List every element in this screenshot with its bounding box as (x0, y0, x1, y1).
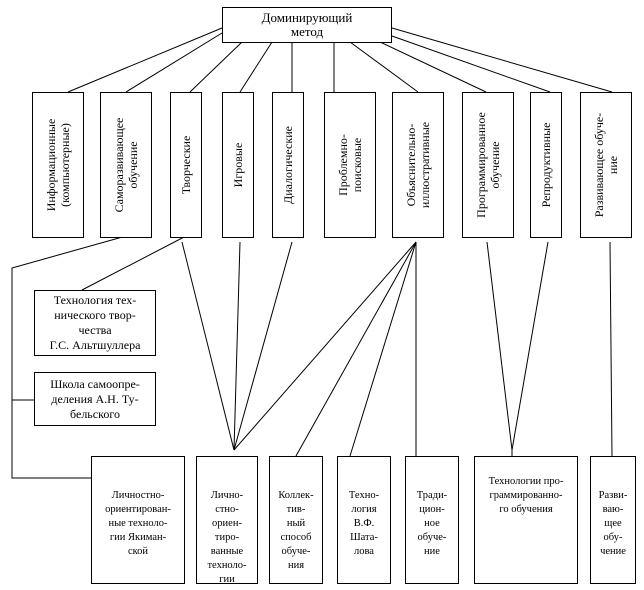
bottom-box-developing-learning: Разви- ваю- щее обу- чение (590, 456, 636, 584)
bottom-box-label: Коллек- тив- ный способ обуче- ния (278, 490, 314, 571)
bottom-box-label: Личностно- ориентирован- ные техноло- ги… (105, 490, 171, 557)
bottom-box-yakimanskaya: Личностно- ориентирован- ные техноло- ги… (91, 456, 185, 584)
top-box-label: Доминирующий метод (261, 10, 353, 39)
bottom-box-label: Тради- цион- ное обуче- ние (416, 490, 448, 557)
side-box-tubelsky: Школа самоопре- деления А.Н. Ту- бельско… (34, 372, 156, 426)
bottom-box-personality-oriented: Лично- стно- ориен- тиро- ванные техноло… (196, 456, 258, 585)
bottom-box-collective: Коллек- тив- ный способ обуче- ния (269, 456, 323, 584)
method-label: Развивающее обуче- ние (592, 112, 620, 218)
method-box-problem-search: Проблемно- поисковые (324, 92, 376, 238)
bottom-box-label: Лично- стно- ориен- тиро- ванные техноло… (207, 490, 247, 585)
bottom-box-label: Технологии про- граммированно- го обучен… (488, 476, 564, 515)
method-box-self-developing: Саморазвивающее обучение (100, 92, 152, 238)
method-label: Программированное обучение (474, 112, 502, 218)
method-box-creative: Творческие (170, 92, 202, 238)
side-box-label: Технология тех- нического твор- чества Г… (49, 293, 141, 352)
method-label: Саморазвивающее обучение (112, 117, 140, 213)
side-box-label: Школа самоопре- деления А.Н. Ту- бельско… (50, 376, 140, 421)
method-box-programmed: Программированное обучение (462, 92, 514, 238)
method-box-reproductive: Репродуктивные (530, 92, 562, 238)
method-label: Информационные (компьютерные) (44, 118, 72, 212)
bottom-box-label: Техно- логия В.Ф. Шата- лова (348, 490, 380, 557)
side-box-altshuller: Технология тех- нического твор- чества Г… (34, 290, 156, 356)
bottom-box-traditional: Тради- цион- ное обуче- ние (405, 456, 459, 584)
method-label: Игровые (231, 142, 245, 188)
bottom-box-label: Разви- ваю- щее обу- чение (598, 490, 628, 557)
method-box-dialogic: Диалогические (272, 92, 304, 238)
method-box-developing: Развивающее обуче- ние (580, 92, 632, 238)
method-label: Проблемно- поисковые (336, 134, 364, 196)
method-label: Творческие (179, 135, 193, 195)
method-box-explanatory: Объяснительно- иллюстративные (392, 92, 444, 238)
method-label: Объяснительно- иллюстративные (404, 121, 432, 209)
method-box-informational: Информационные (компьютерные) (32, 92, 84, 238)
method-label: Репродуктивные (539, 122, 553, 208)
top-box-dominant-method: Доминирующий метод (222, 7, 392, 43)
bottom-box-shatalov: Техно- логия В.Ф. Шата- лова (337, 456, 391, 584)
method-box-game: Игровые (222, 92, 254, 238)
method-label: Диалогические (281, 126, 295, 204)
bottom-box-programmed-learning: Технологии про- граммированно- го обучен… (474, 456, 578, 584)
